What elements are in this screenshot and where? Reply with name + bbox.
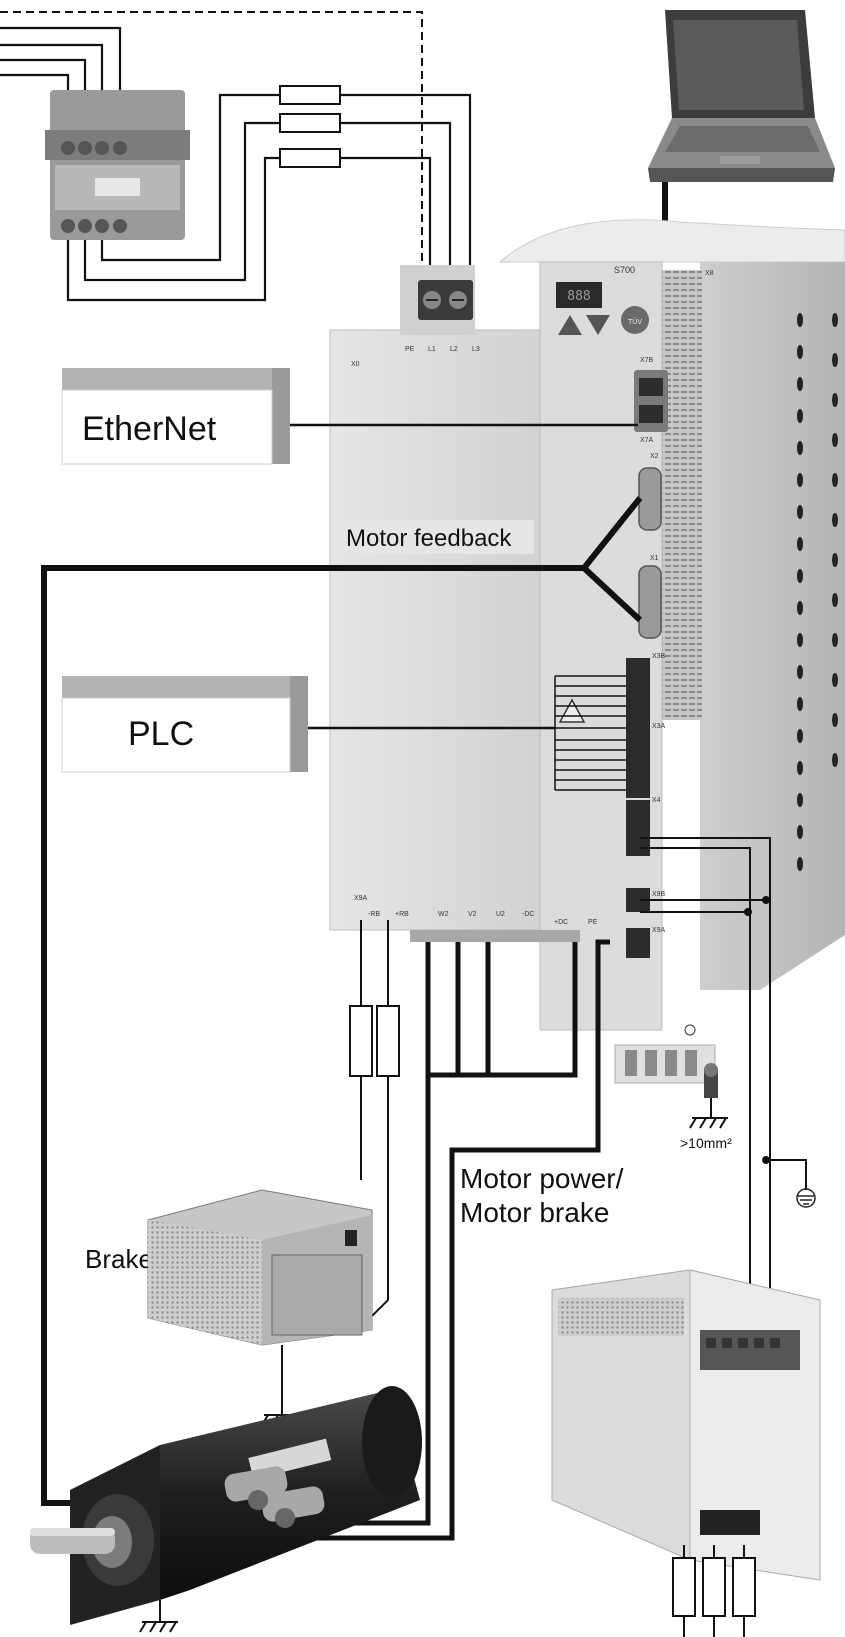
terminal-plus-dc: +DC <box>554 919 568 926</box>
drive-display: 888 <box>567 289 590 304</box>
motor-power-label-line2: Motor brake <box>460 1197 609 1228</box>
terminal-v2: V2 <box>468 911 477 918</box>
terminal-pe-bottom: PE <box>588 919 598 926</box>
terminal-x1: X1 <box>650 555 659 562</box>
terminal-minus-rb: -RB <box>368 911 380 918</box>
terminal-u2: U2 <box>496 911 505 918</box>
brake-resistor <box>147 1189 373 1346</box>
psu-mains-fuses <box>672 1557 756 1617</box>
plc-label: PLC <box>128 715 194 753</box>
terminal-l2: L2 <box>450 346 458 353</box>
terminal-pe: PE <box>405 346 415 353</box>
terminal-l3: L3 <box>472 346 480 353</box>
ground-symbol-drive <box>689 1117 728 1129</box>
pe-dashed-line <box>0 11 423 270</box>
terminal-x8: X8 <box>705 270 714 277</box>
motor-connectors <box>224 1466 325 1528</box>
mains-fuses <box>279 85 341 168</box>
drive-unit: 888 TÜV S700 <box>329 219 845 1084</box>
terminal-plus-rb: +RB <box>395 911 409 918</box>
tuv-seal: TÜV <box>628 318 642 326</box>
terminal-x4: X4 <box>652 797 661 804</box>
drive-terminal-labels: X0 PE L1 L2 L3 X7B X7A X2 X1 X3B X3A X4 … <box>351 270 714 934</box>
ethernet-label: EtherNet <box>82 410 217 448</box>
terminal-x9a: X9A <box>652 927 666 934</box>
terminal-minus-dc: -DC <box>522 911 534 918</box>
ground-spec-label: >10mm² <box>680 1135 732 1151</box>
drive-pe-terminal <box>704 1063 718 1118</box>
terminal-x7a: X7A <box>640 437 654 444</box>
terminal-l1: L1 <box>428 346 436 353</box>
motor-power-label-line1: Motor power/ <box>460 1163 624 1194</box>
terminal-x3b: X3B <box>652 653 666 660</box>
terminal-x9b: X9B <box>652 891 666 898</box>
plc-box: PLC <box>61 676 308 773</box>
servo-motor <box>30 1386 422 1625</box>
terminal-x0: X0 <box>351 361 360 368</box>
ground-symbol-motor <box>139 1621 178 1633</box>
terminal-x3a: X3A <box>652 723 666 730</box>
contactor <box>45 90 190 240</box>
drive-cooling-slots <box>797 313 838 871</box>
psu-control-wires <box>640 837 807 1345</box>
power-supply-unit <box>551 1269 821 1581</box>
terminal-w2: W2 <box>438 911 449 918</box>
contactor-output-wires <box>66 93 472 302</box>
brake-resistor-fuses <box>349 1005 400 1077</box>
terminal-x7b: X7B <box>640 357 654 364</box>
terminal-x9: X9A <box>354 895 368 902</box>
laptop <box>648 10 835 182</box>
motor-feedback-label: Motor feedback <box>346 525 512 552</box>
plc-io-wires <box>308 675 626 791</box>
wire-junctions <box>744 896 770 1164</box>
drive-model-label: S700 <box>614 265 635 275</box>
earth-symbol <box>796 1188 816 1208</box>
terminal-x2: X2 <box>650 453 659 460</box>
ethernet-box: EtherNet <box>61 368 290 465</box>
